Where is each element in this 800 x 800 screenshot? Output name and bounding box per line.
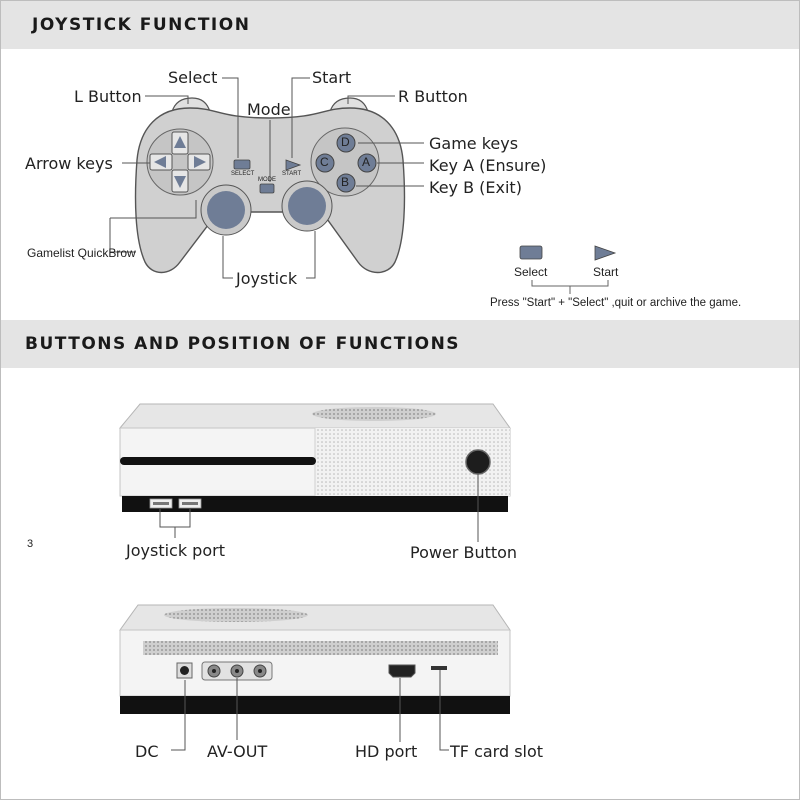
mark-key-d: D xyxy=(341,135,350,149)
buttons-section-title: BUTTONS AND POSITION OF FUNCTIONS xyxy=(25,334,461,354)
console-front xyxy=(118,403,511,512)
legend-start-label: Start xyxy=(593,265,619,279)
dpad-well xyxy=(146,128,214,196)
back-leader-lines xyxy=(171,670,449,751)
dpad-arrows xyxy=(154,136,206,188)
legend-note: Press "Start" + "Select" ,quit or archiv… xyxy=(490,297,742,309)
right-stick xyxy=(288,187,326,225)
key-a xyxy=(357,153,377,173)
label-arrow-keys: Arrow keys xyxy=(25,154,113,173)
hd-port-mark xyxy=(388,664,416,678)
label-joystick: Joystick xyxy=(236,269,298,288)
front-leader-lines xyxy=(159,474,479,542)
label-gamelist: Gamelist QuickBrow xyxy=(27,246,136,260)
mark-select-text: SELECT xyxy=(231,171,255,177)
key-d xyxy=(336,133,356,153)
label-start: Start xyxy=(312,68,352,87)
label-r-button: R Button xyxy=(398,87,468,106)
label-power-button: Power Button xyxy=(410,543,518,562)
power-button-mark xyxy=(465,449,491,475)
console-back-base xyxy=(120,696,510,714)
legend-bracket xyxy=(531,280,609,287)
label-select: Select xyxy=(168,68,218,87)
select-button-mark xyxy=(233,159,251,170)
label-key-a: Key A (Ensure) xyxy=(429,156,547,175)
legend-select-mark xyxy=(519,245,543,260)
console-front-top-vent xyxy=(312,407,436,421)
left-stick xyxy=(207,191,245,229)
joystick-section-title: JOYSTICK FUNCTION xyxy=(32,15,251,35)
label-hd-port: HD port xyxy=(355,742,418,761)
page-number: 3 xyxy=(27,538,34,550)
face-buttons-well xyxy=(310,127,380,197)
label-mode: Mode xyxy=(247,100,291,119)
console-front-base xyxy=(122,496,508,512)
mark-mode-text: MODE xyxy=(258,177,276,183)
console-back-vent xyxy=(143,641,498,655)
label-tf-slot: TF card slot xyxy=(450,742,544,761)
label-dc: DC xyxy=(135,742,159,761)
controller xyxy=(134,97,406,274)
label-av-out: AV-OUT xyxy=(207,742,268,761)
buttons-section-header: BUTTONS AND POSITION OF FUNCTIONS xyxy=(1,320,799,368)
disc-slot xyxy=(120,457,316,465)
controller-leader-lines xyxy=(109,77,424,279)
mode-button-mark xyxy=(259,183,275,194)
tf-card-slot-mark xyxy=(431,666,447,670)
console-back xyxy=(119,604,511,714)
console-back-top-vent xyxy=(164,608,308,622)
label-game-keys: Game keys xyxy=(429,134,519,153)
label-l-button: L Button xyxy=(74,87,142,106)
label-key-b: Key B (Exit) xyxy=(429,178,522,197)
mark-start-text: START xyxy=(282,171,302,177)
key-b xyxy=(336,173,356,193)
mark-key-a: A xyxy=(362,155,371,169)
mark-key-c: C xyxy=(320,155,329,169)
mark-key-b: B xyxy=(341,175,350,189)
face-buttons xyxy=(315,133,377,193)
joystick-section-header: JOYSTICK FUNCTION xyxy=(1,1,799,49)
start-button-mark xyxy=(285,159,302,171)
label-joystick-port: Joystick port xyxy=(126,541,225,560)
legend-select-label: Select xyxy=(514,265,548,279)
legend-start-mark xyxy=(594,245,617,261)
key-c xyxy=(315,153,335,173)
